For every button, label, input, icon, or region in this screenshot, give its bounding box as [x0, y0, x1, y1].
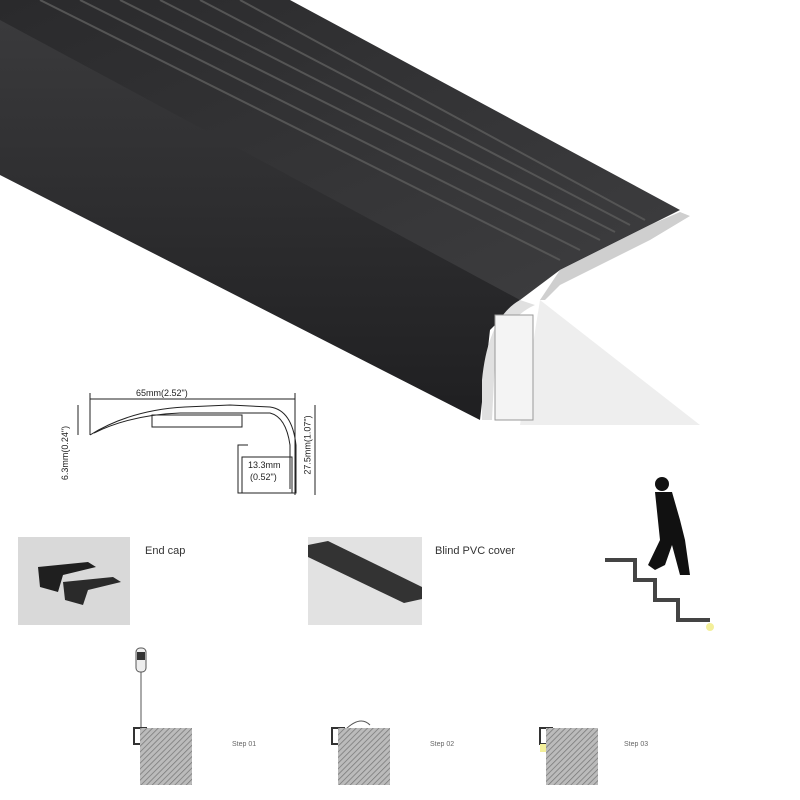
width-dimension: 65mm(2.52")	[136, 388, 188, 398]
profile-cross-section-drawing	[77, 393, 316, 495]
end-cap-label: End cap	[145, 545, 186, 557]
end-cap-icon	[38, 562, 121, 605]
lip-height-dimension: 6.3mm(0.24")	[60, 425, 71, 481]
total-height-dimension: 27.5mm(1.07")	[302, 415, 313, 475]
end-cap-image	[18, 537, 130, 625]
step-01-figure	[133, 647, 192, 785]
blind-pvc-cover-label: Blind PVC cover	[435, 545, 516, 557]
pvc-cover-icon	[308, 541, 422, 603]
channel-width-in: (0.52")	[250, 472, 277, 482]
step-03-figure	[539, 727, 598, 785]
installation-steps-diagram	[133, 647, 598, 785]
blind-pvc-cover-image	[308, 537, 422, 625]
step-02-figure	[331, 720, 390, 785]
step-02-label: Step 02	[430, 741, 455, 748]
step-01-label: Step 01	[232, 741, 257, 748]
person-climbing-stairs-illustration	[605, 477, 714, 631]
stair-nosing-profile-render	[0, 0, 700, 425]
step-03-label: Step 03	[624, 741, 649, 748]
channel-width-mm: 13.3mm	[248, 460, 281, 470]
